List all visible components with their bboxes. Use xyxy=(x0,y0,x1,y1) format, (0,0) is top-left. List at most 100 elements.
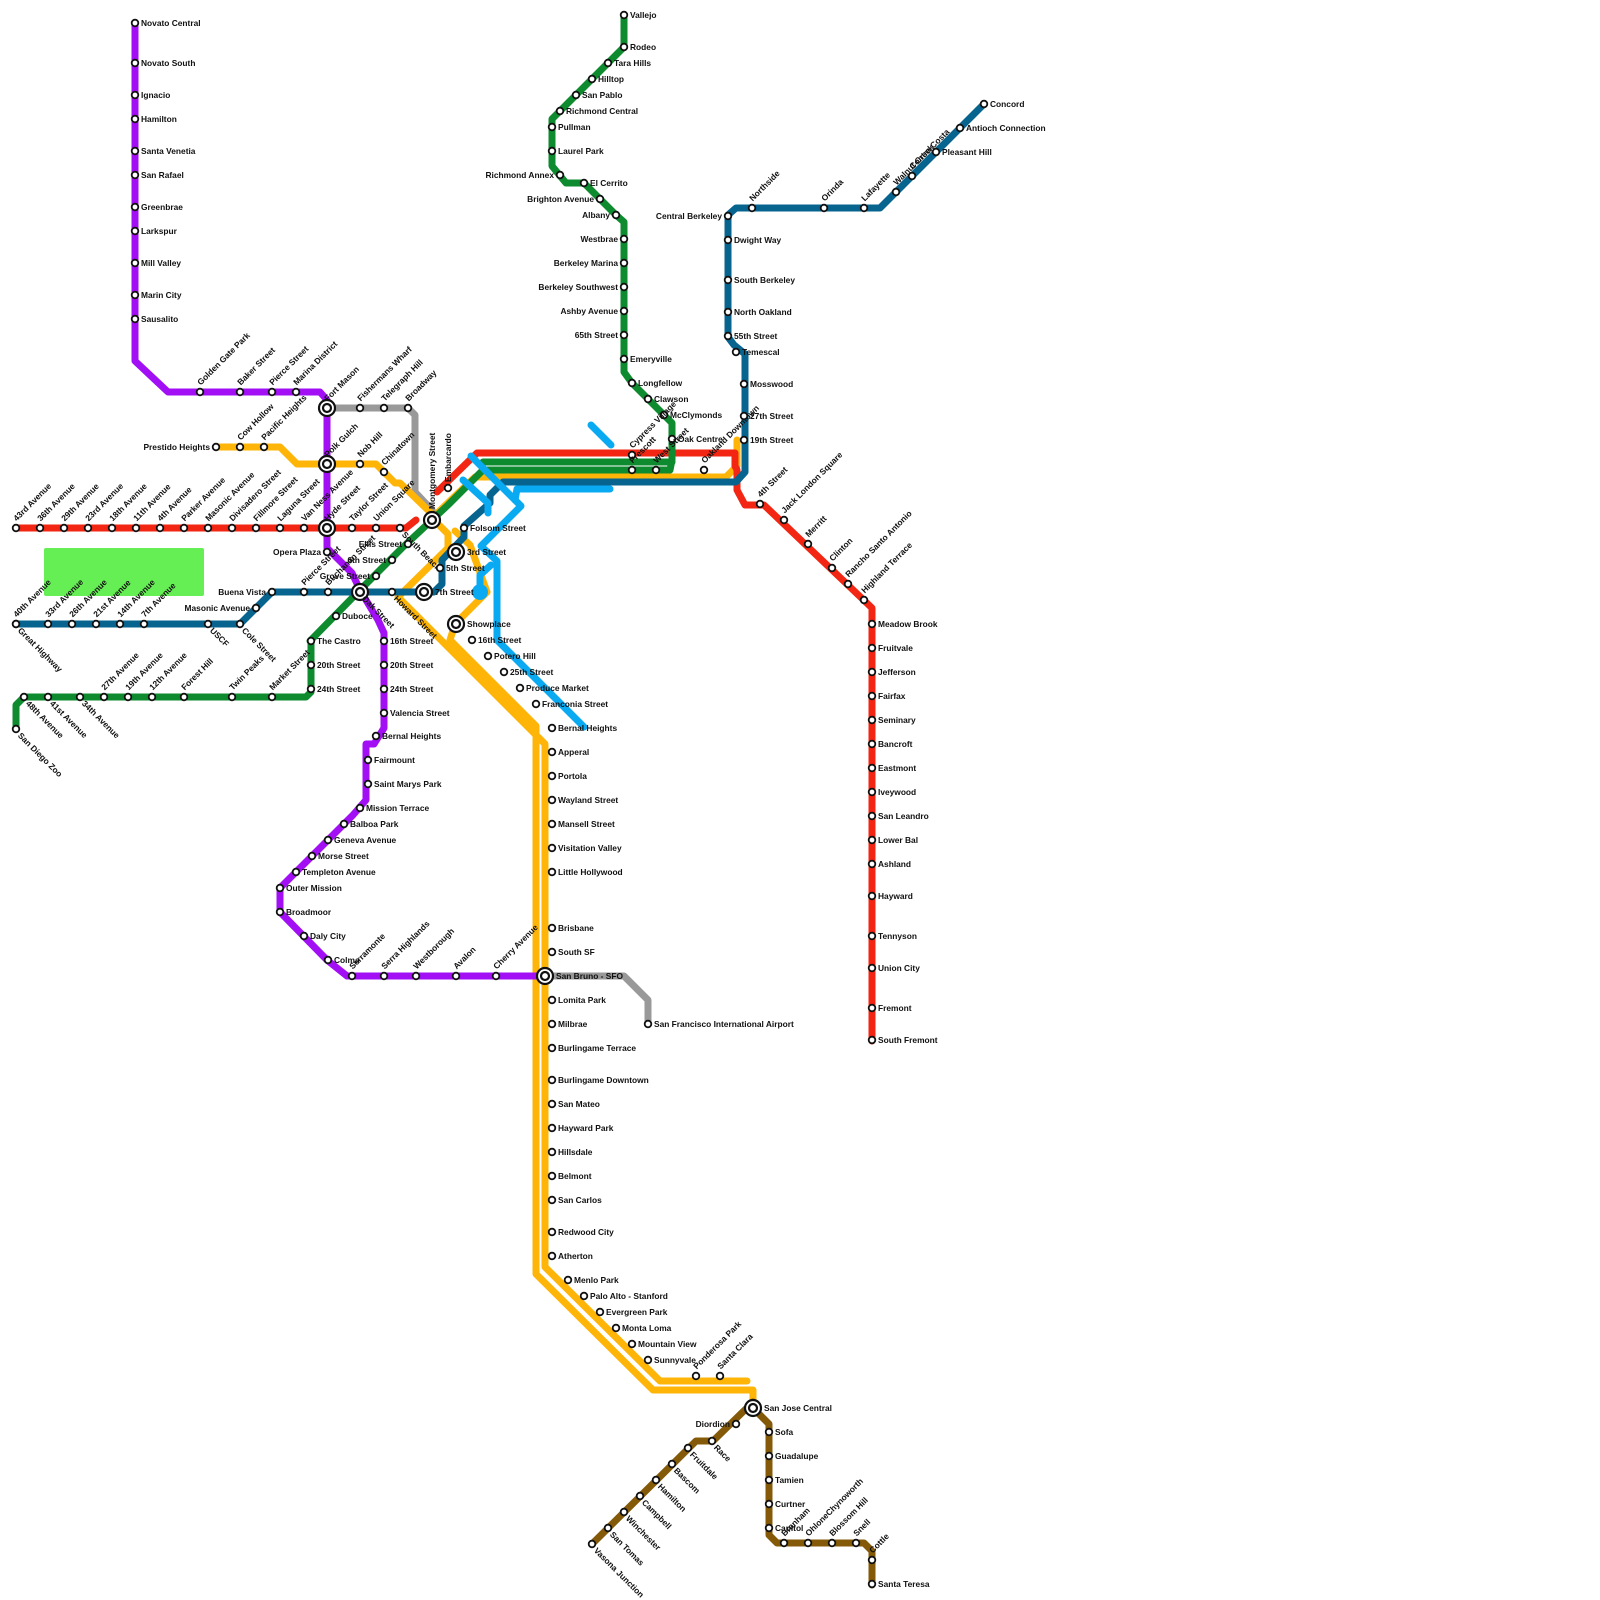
station-dwight-way[interactable]: Dwight Way xyxy=(723,235,782,245)
station-16th-street-y[interactable]: 16th Street xyxy=(467,635,522,645)
station-san-mateo[interactable]: San Mateo xyxy=(547,1099,600,1109)
station-emeryville[interactable]: Emeryville xyxy=(619,354,673,364)
station-clawson[interactable]: Clawson xyxy=(643,394,689,404)
station-lower-bal[interactable]: Lower Bal xyxy=(867,835,918,845)
station-fairmount[interactable]: Fairmount xyxy=(363,755,415,765)
station-embarcardo[interactable]: Embarcardo xyxy=(443,433,453,493)
station-vallejo[interactable]: Vallejo xyxy=(619,10,657,20)
station-prestido-heights[interactable]: Prestido Heights xyxy=(143,442,221,452)
station-san-leandro[interactable]: San Leandro xyxy=(867,811,929,821)
station-25th-street[interactable]: 25th Street xyxy=(499,667,554,677)
station-16th-street-p[interactable]: 16th Street xyxy=(379,636,434,646)
station-santa-venetia[interactable]: Santa Venetia xyxy=(130,146,196,156)
station-valencia-street[interactable]: Valencia Street xyxy=(379,708,450,718)
station-palo-alto-stanford[interactable]: Palo Alto - Stanford xyxy=(579,1291,668,1301)
station-novato-south[interactable]: Novato South xyxy=(130,58,196,68)
station-curtner[interactable]: Curtner xyxy=(764,1499,806,1509)
station-sunnyvale[interactable]: Sunnyvale xyxy=(643,1355,697,1365)
station-mill-valley[interactable]: Mill Valley xyxy=(130,258,182,268)
station-san-jose-central[interactable]: San Jose Central xyxy=(743,1398,832,1418)
station-laurel-park[interactable]: Laurel Park xyxy=(547,146,604,156)
station-atherton[interactable]: Atherton xyxy=(547,1251,593,1261)
station-20th-street-g[interactable]: 20th Street xyxy=(306,660,361,670)
station-south-fremont[interactable]: South Fremont xyxy=(867,1035,938,1045)
station-san-pablo[interactable]: San Pablo xyxy=(571,90,623,100)
station-seminary[interactable]: Seminary xyxy=(867,715,916,725)
station-hillsdale[interactable]: Hillsdale xyxy=(547,1147,593,1157)
station-union-city[interactable]: Union City xyxy=(867,963,921,973)
station-5th-street[interactable]: 5th Street xyxy=(435,563,485,573)
station-san-bruno-sfo[interactable]: San Bruno - SFO xyxy=(535,966,623,986)
station-burlingame-downtown[interactable]: Burlingame Downtown xyxy=(547,1075,649,1085)
station-redwood-city[interactable]: Redwood City xyxy=(547,1227,614,1237)
station-the-castro[interactable]: The Castro xyxy=(306,636,361,646)
station-richmond-annex[interactable]: Richmond Annex xyxy=(485,170,565,180)
station-sofa[interactable]: Sofa xyxy=(764,1427,794,1437)
station-fairfax[interactable]: Fairfax xyxy=(867,691,906,701)
station-eastmont[interactable]: Eastmont xyxy=(867,763,917,773)
station-mosswood[interactable]: Mosswood xyxy=(739,379,794,389)
station-sfo[interactable]: San Francisco International Airport xyxy=(643,1019,794,1029)
station-wayland-street[interactable]: Wayland Street xyxy=(547,795,619,805)
station-burlingame-terrace[interactable]: Burlingame Terrace xyxy=(547,1043,637,1053)
station-saint-marys-park[interactable]: Saint Marys Park xyxy=(363,779,442,789)
station-ellis-street[interactable]: Ellis Street xyxy=(359,539,413,549)
station-masonic-avenue-s[interactable]: Masonic Avenue xyxy=(185,603,261,613)
station-19th-street[interactable]: 19th Street xyxy=(739,435,794,445)
station-lomita-park[interactable]: Lomita Park xyxy=(547,995,607,1005)
station-colma[interactable]: Colma xyxy=(323,955,360,965)
station-temescal[interactable]: Temescal xyxy=(731,347,780,357)
station-longfellow[interactable]: Longfellow xyxy=(627,378,683,388)
station-hayward[interactable]: Hayward xyxy=(867,891,913,901)
station-geneva-avenue[interactable]: Geneva Avenue xyxy=(323,835,397,845)
station-visitation-valley[interactable]: Visitation Valley xyxy=(547,843,622,853)
station-diordion[interactable]: Diordion xyxy=(696,1419,741,1429)
station-santa-teresa[interactable]: Santa Teresa xyxy=(867,1579,930,1589)
station-daly-city[interactable]: Daly City xyxy=(299,931,346,941)
station-apperal[interactable]: Apperal xyxy=(547,747,589,757)
station-6th-street[interactable]: 6th Street xyxy=(347,555,397,565)
station-san-rafael[interactable]: San Rafael xyxy=(130,170,184,180)
station-showplace[interactable]: Showplace xyxy=(446,614,511,634)
station-north-oakland[interactable]: North Oakland xyxy=(723,307,792,317)
station-ashland[interactable]: Ashland xyxy=(867,859,911,869)
station-south-berkeley[interactable]: South Berkeley xyxy=(723,275,796,285)
station-meadow-brook[interactable]: Meadow Brook xyxy=(867,619,938,629)
station-monta-loma[interactable]: Monta Loma xyxy=(611,1323,672,1333)
station-montgomery-street[interactable]: Montgomery Street xyxy=(422,432,442,530)
station-tamien[interactable]: Tamien xyxy=(764,1475,804,1485)
station-berkeley-southwest[interactable]: Berkeley Southwest xyxy=(538,282,629,292)
station-tara-hills[interactable]: Tara Hills xyxy=(603,58,652,68)
station-potero-hill[interactable]: Potero Hill xyxy=(483,651,536,661)
station-duboce[interactable]: Duboce xyxy=(331,611,373,621)
station-albany[interactable]: Albany xyxy=(582,210,621,220)
station-hayward-park[interactable]: Hayward Park xyxy=(547,1123,614,1133)
station-mountain-view[interactable]: Mountain View xyxy=(627,1339,697,1349)
station-south-sf[interactable]: South SF xyxy=(547,947,595,957)
station-balboa-park[interactable]: Balboa Park xyxy=(339,819,399,829)
station-tennyson[interactable]: Tennyson xyxy=(867,931,917,941)
station-hamilton[interactable]: Hamilton xyxy=(130,114,177,124)
station-belmont[interactable]: Belmont xyxy=(547,1171,592,1181)
station-27th-street[interactable]: 27th Street xyxy=(739,411,794,421)
station-pleasant-hill[interactable]: Pleasant Hill xyxy=(931,147,992,157)
station-bancroft[interactable]: Bancroft xyxy=(867,739,913,749)
station-65th-street[interactable]: 65th Street xyxy=(575,330,629,340)
station-rodeo[interactable]: Rodeo xyxy=(619,42,656,52)
station-24th-street-p[interactable]: 24th Street xyxy=(379,684,434,694)
station-fremont[interactable]: Fremont xyxy=(867,1003,912,1013)
station-3rd-street[interactable]: 3rd Street xyxy=(446,542,506,562)
station-ashby-avenue[interactable]: Ashby Avenue xyxy=(560,306,629,316)
station-7th-street[interactable]: 7th Street xyxy=(414,582,474,602)
station-templeton-avenue[interactable]: Templeton Avenue xyxy=(291,867,376,877)
station-guadalupe[interactable]: Guadalupe xyxy=(764,1451,819,1461)
station-mcclymonds[interactable]: McClymonds xyxy=(659,410,723,420)
station-fruitvale[interactable]: Fruitvale xyxy=(867,643,914,653)
station-greenbrae[interactable]: Greenbrae xyxy=(130,202,184,212)
station-richmond-central[interactable]: Richmond Central xyxy=(555,106,638,116)
station-broadmoor[interactable]: Broadmoor xyxy=(275,907,332,917)
station-central-berkeley[interactable]: Central Berkeley xyxy=(656,211,733,221)
station-outer-mission[interactable]: Outer Mission xyxy=(275,883,342,893)
station-produce-market[interactable]: Produce Market xyxy=(515,683,589,693)
station-little-hollywood[interactable]: Little Hollywood xyxy=(547,867,623,877)
